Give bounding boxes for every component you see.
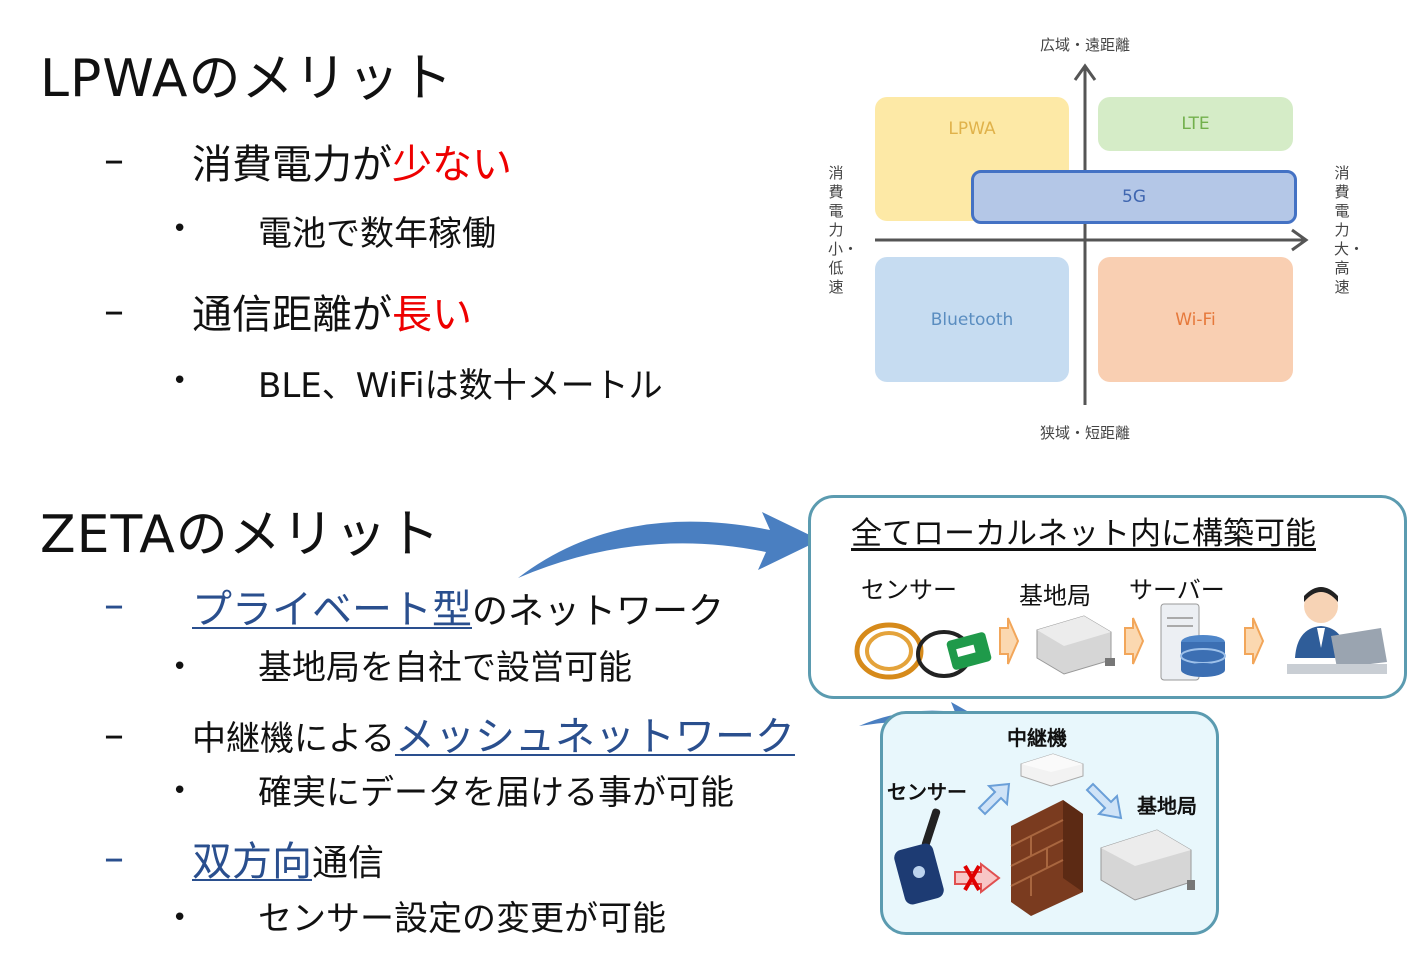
private-box-title: 全てローカルネット内に構築可能: [851, 516, 1316, 552]
label-base-station: 基地局: [1137, 794, 1197, 818]
label-sensor: センサー: [887, 780, 967, 804]
private-network-box: 全てローカルネット内に構築可能 センサー 基地局 サーバー: [808, 495, 1407, 699]
list-bullet: •: [172, 776, 188, 806]
arrow-right-icon: [1244, 617, 1265, 665]
lpwa-subitem-ble: BLE、WiFiは数十メートル: [258, 366, 663, 406]
quadrant-5g: 5G: [971, 170, 1297, 224]
item-link[interactable]: メッシュネットワーク: [394, 714, 795, 760]
quadrant-wifi-label: Wi-Fi: [1175, 309, 1216, 330]
axis-bottom-label: 狭域・短距離: [1040, 424, 1131, 442]
list-dash: –: [104, 835, 124, 881]
quadrant-axes: [875, 63, 1309, 405]
quadrant-lpwa-label: LPWA: [948, 119, 996, 139]
item-link[interactable]: プライベート型: [192, 587, 472, 633]
quadrant-5g-label: 5G: [1122, 187, 1146, 207]
server-icon: [1160, 603, 1226, 681]
base-station-icon: [1036, 615, 1115, 675]
zeta-item-bidirectional: 双方向通信: [192, 829, 384, 887]
relay-device-icon: [1020, 753, 1084, 787]
list-bullet: •: [172, 214, 188, 244]
zeta-item-mesh: 中継機によるメッシュネットワーク: [192, 704, 795, 762]
item-text: 消費電力が: [192, 142, 392, 188]
zeta-subitem-mesh: 確実にデータを届ける事が可能: [258, 773, 734, 813]
list-dash: –: [104, 137, 124, 183]
zeta-heading: ZETAのメリット: [40, 505, 441, 565]
user-at-laptop-icon: [1287, 587, 1387, 674]
list-dash: –: [104, 712, 124, 758]
quadrant-lte-label: LTE: [1181, 114, 1210, 134]
label-sensor: センサー: [861, 576, 957, 604]
lpwa-heading: LPWAのメリット: [40, 49, 454, 109]
list-bullet: •: [172, 652, 188, 682]
label-server: サーバー: [1129, 576, 1225, 604]
sensor-device-icon: [894, 808, 944, 905]
list-bullet: •: [172, 903, 188, 933]
arrow-up-right-icon: [977, 782, 1011, 816]
label-base-station: 基地局: [1019, 582, 1091, 610]
arrow-down-right-icon: [1085, 782, 1123, 820]
mesh-network-box: 中継機 センサー 基地局: [880, 711, 1219, 935]
zeta-subitem-settings: センサー設定の変更が可能: [258, 899, 666, 939]
lpwa-subitem-battery: 電池で数年稼働: [258, 214, 496, 254]
quadrant-lte: LTE: [1098, 97, 1293, 151]
curved-arrow-private: [518, 512, 820, 578]
label-relay: 中継機: [1007, 726, 1067, 750]
item-text: 中継機による: [192, 719, 395, 759]
quadrant-bluetooth: Bluetooth: [875, 257, 1069, 382]
zeta-subitem-base: 基地局を自社で設営可能: [258, 648, 632, 688]
brick-wall-icon: [1010, 800, 1083, 916]
item-link[interactable]: 双方向: [192, 839, 312, 885]
list-bullet: •: [172, 366, 188, 396]
axis-top-label: 広域・遠距離: [1040, 36, 1131, 54]
water-sensor-icon: [854, 622, 992, 680]
item-highlight: 少ない: [392, 142, 512, 188]
item-text: のネットワーク: [472, 591, 725, 632]
lpwa-item-power: 消費電力が少ない: [192, 132, 512, 190]
zeta-item-private: プライベート型のネットワーク: [192, 577, 724, 635]
list-dash: –: [104, 582, 124, 628]
arrow-right-icon: [1124, 617, 1145, 665]
axis-left-label: 消費電力小・低速: [828, 164, 859, 296]
axis-right-label: 消費電力大・高速: [1334, 164, 1365, 296]
quadrant-bluetooth-label: Bluetooth: [930, 309, 1014, 330]
blocked-arrow-icon: [954, 861, 1001, 895]
base-station-icon: [1100, 829, 1195, 901]
quadrant-wifi: Wi-Fi: [1098, 257, 1293, 382]
arrow-right-icon: [999, 617, 1020, 665]
item-text: 通信: [312, 843, 385, 884]
list-dash: –: [104, 288, 124, 334]
item-text: 通信距離が: [192, 292, 392, 338]
item-highlight: 長い: [392, 292, 472, 338]
lpwa-item-range: 通信距離が長い: [192, 282, 472, 340]
